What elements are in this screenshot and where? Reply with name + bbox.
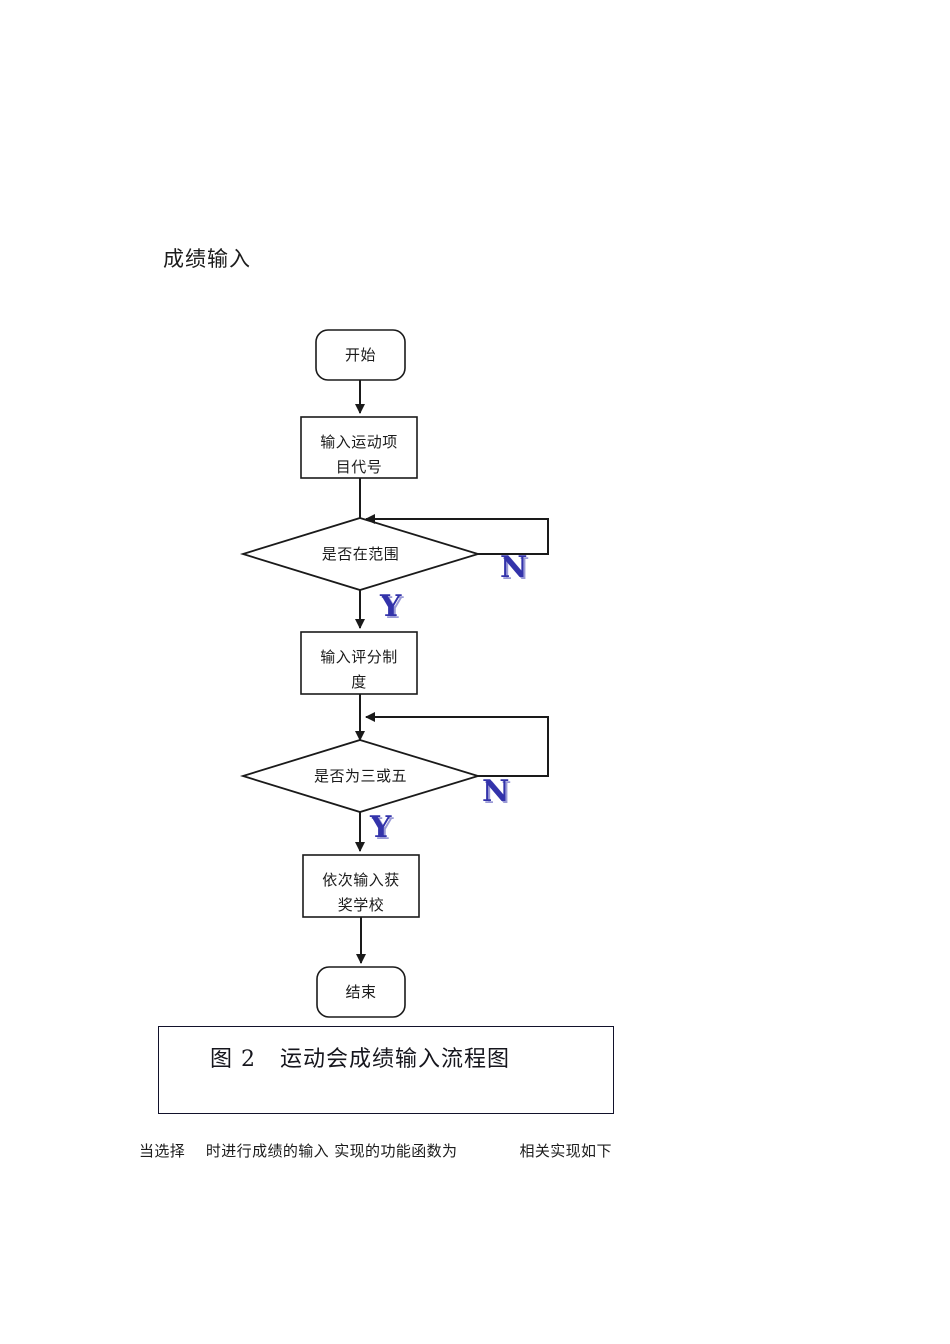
edge-decision1-no-loop: [365, 514, 549, 555]
branch-label-yes-2: Y: [370, 810, 392, 845]
node-start: [315, 329, 406, 381]
edge-decision2-no-loop: [365, 712, 549, 777]
node-input-award-schools: [302, 854, 420, 918]
branch-label-yes-1: Y: [380, 589, 402, 624]
node-input-scoring-system: [300, 631, 418, 695]
body-paragraph: 当选择 时进行成绩的输入 实现的功能函数为 相关实现如下: [139, 1142, 612, 1160]
branch-label-no-1: N: [500, 550, 528, 585]
figure-caption-box: [158, 1026, 614, 1114]
section-title: 成绩输入: [163, 247, 251, 271]
node-input-event-code: [300, 416, 418, 479]
figure-caption-text: 图 2 运动会成绩输入流程图: [210, 1047, 510, 1072]
node-decision-in-range: [239, 517, 482, 591]
branch-label-no-2: N: [482, 774, 510, 809]
node-end: [316, 966, 406, 1018]
node-decision-three-or-five: [239, 739, 482, 813]
